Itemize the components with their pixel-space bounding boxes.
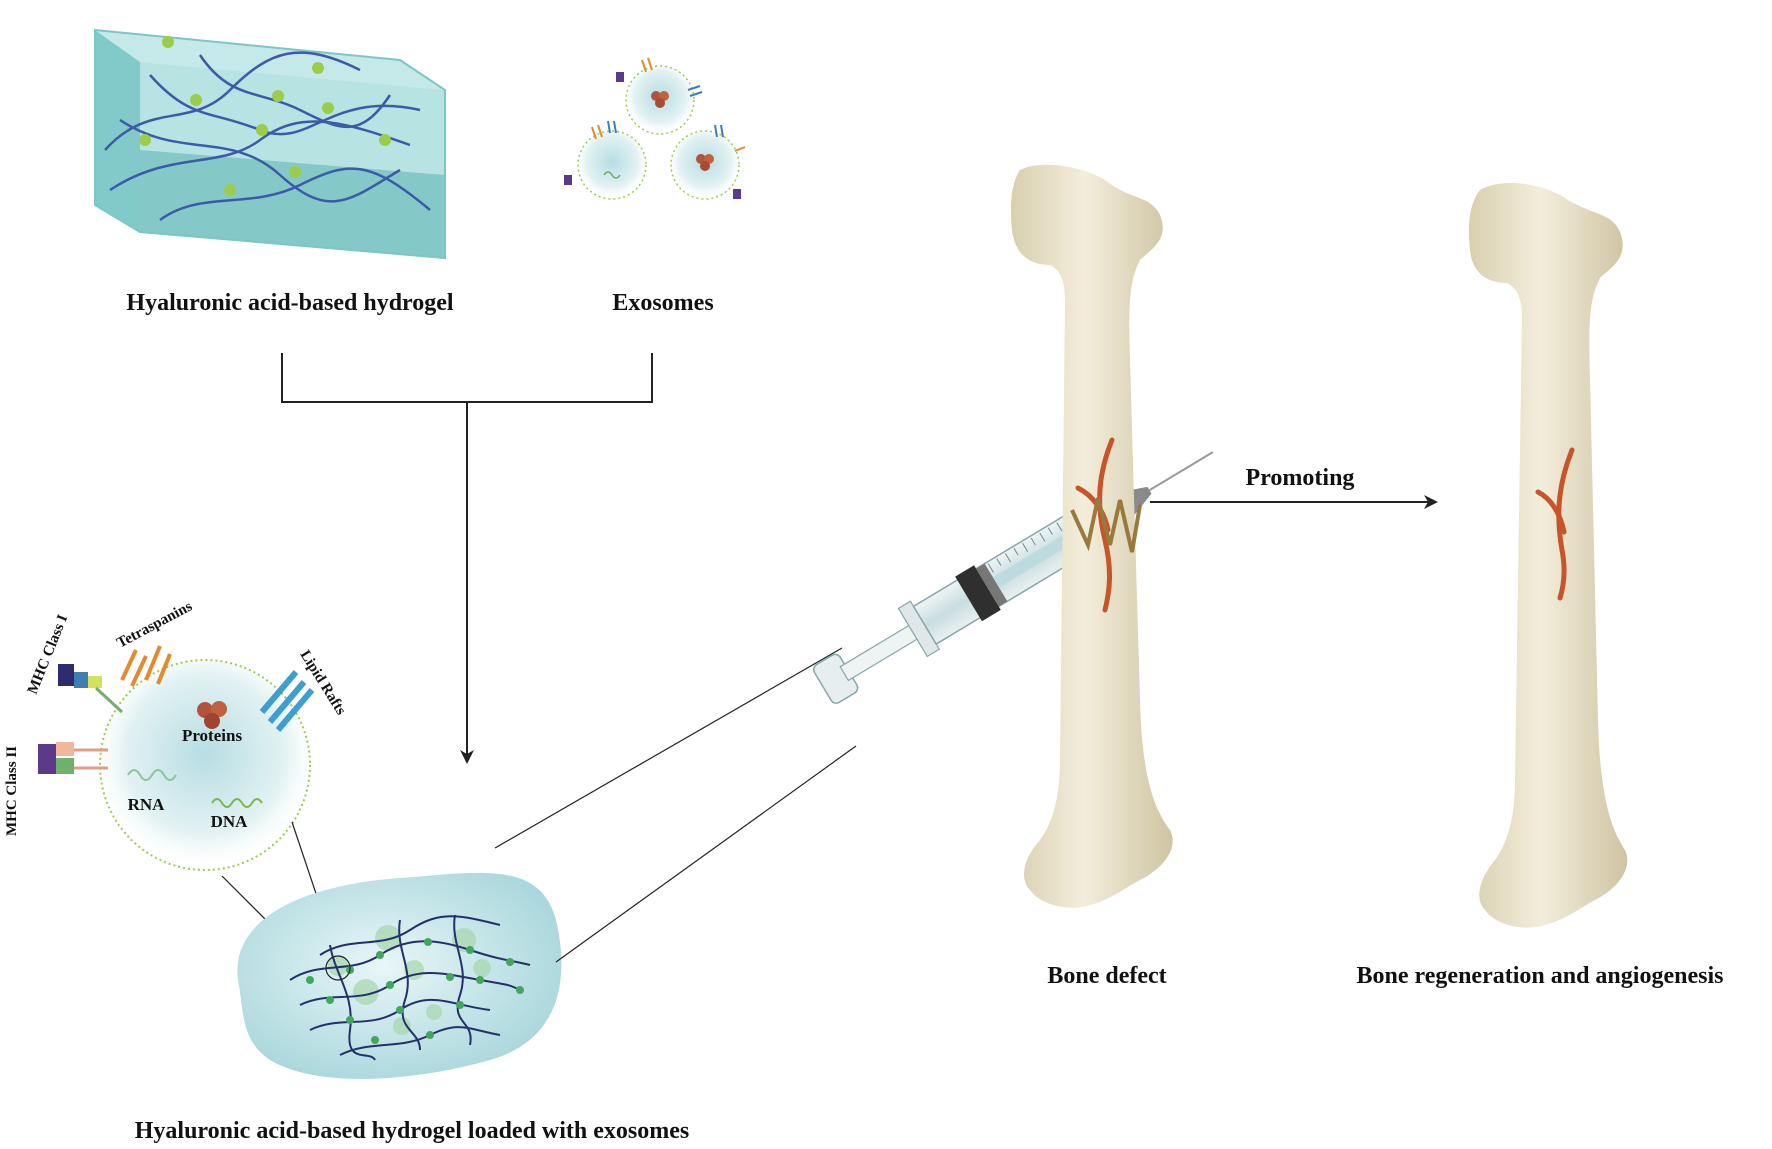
proteins-glyph [197,701,227,729]
dna-glyph [211,798,263,808]
mhc-class-ii-glyph [38,742,108,774]
hydrogel-box-illustration [94,28,446,260]
rna-glyph [127,769,177,781]
exosome-cluster-illustration [564,57,746,200]
tetraspanins-glyph [120,645,172,687]
bone-defect-illustration [1010,164,1173,908]
polymer-chains [104,51,431,222]
tetraspanins-label: Tetraspanins [114,598,195,651]
combine-bracket [281,353,653,764]
hydrogel-label: Hyaluronic acid-based hydrogel [126,290,453,316]
rna-label: RNA [128,795,166,814]
proteins-label: Proteins [182,726,243,745]
exosomes-label: Exosomes [612,290,713,316]
lipid-rafts-glyph [259,670,315,732]
regenerated-bone-illustration [1469,183,1628,928]
bone-defect-label: Bone defect [1047,963,1166,989]
fracture-line [1070,497,1142,553]
mhc-class-ii-label: MHC Class II [4,746,20,836]
exosome-detail-illustration [38,645,315,871]
promoting-label: Promoting [1246,465,1355,491]
regeneration-label: Bone regeneration and angiogenesis [1357,963,1724,989]
dna-label: DNA [211,812,249,831]
crosslink-nodes [139,36,391,196]
loaded-hydrogel-illustration [237,872,562,1079]
loaded-hydrogel-label: Hyaluronic acid-based hydrogel loaded wi… [135,1118,689,1144]
mhc-class-i-glyph [58,664,124,714]
syringe-illustration [813,451,1214,704]
zoom-lines-syringe [494,647,857,963]
